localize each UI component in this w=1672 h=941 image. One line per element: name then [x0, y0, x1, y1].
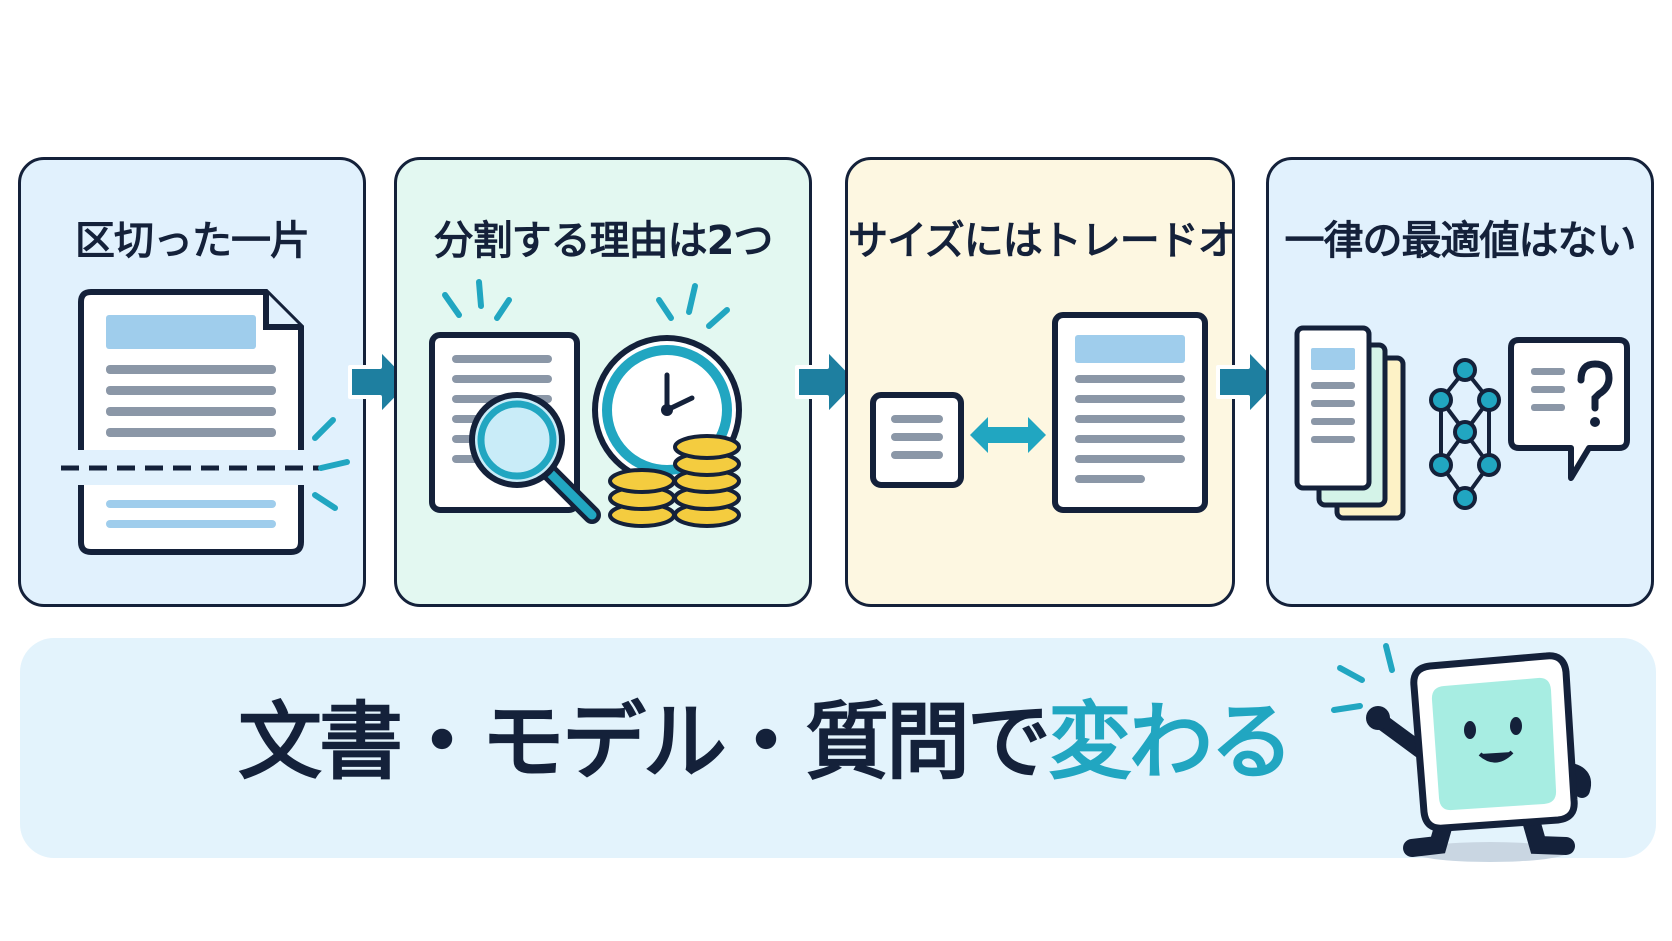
headline-accent-text: 変わる [1048, 693, 1294, 791]
size-tradeoff-icon [870, 312, 1208, 513]
step-panel-1: 区切った一片 [18, 157, 366, 607]
document-cut-icon [61, 289, 350, 555]
step-title-1: 区切った一片 [75, 218, 310, 264]
arrow-right-icon [795, 347, 861, 417]
arrow-right-icon [1216, 347, 1282, 417]
question-bubble-icon [1508, 337, 1630, 481]
headline-dark-text: 文書・モデル・質問で [238, 693, 1051, 791]
network-graph-icon [1429, 358, 1501, 510]
stacked-documents-icon [1294, 325, 1406, 521]
step-title-4: 一律の最適値はない [1284, 218, 1637, 264]
summary-headline: 文書・モデル・質問で変わる [238, 700, 1294, 784]
document-search-icon [429, 279, 601, 524]
summary-band [20, 638, 1656, 858]
step-panel-3: サイズにはトレードオフ [845, 157, 1235, 607]
step-title-2: 分割する理由は2つ [433, 218, 774, 264]
clock-coins-icon [592, 283, 742, 528]
step-title-3: サイズにはトレードオフ [848, 218, 1235, 264]
step-panel-4: 一律の最適値はない [1266, 157, 1654, 607]
step-panel-2: 分割する理由は2つ [394, 157, 812, 607]
mascot-character [1331, 643, 1591, 862]
